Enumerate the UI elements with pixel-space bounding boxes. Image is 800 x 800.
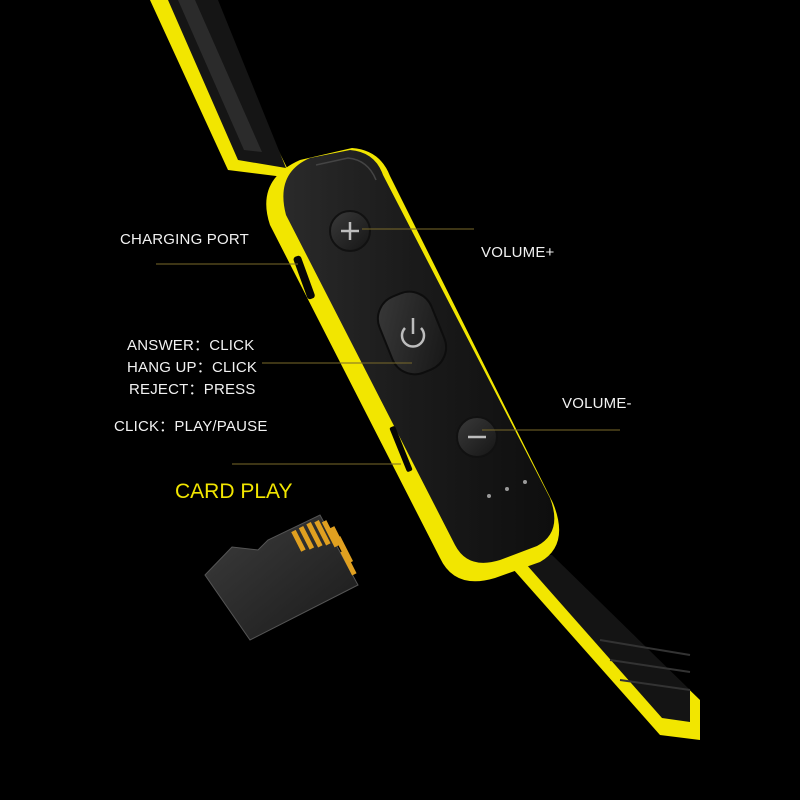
reject-label: REJECT：PRESS (129, 381, 256, 398)
play-pause-label: CLICK：PLAY/PAUSE (114, 418, 268, 435)
volume-down-button[interactable] (456, 416, 498, 458)
power-icon (400, 318, 426, 348)
hang-up-label: HANG UP：CLICK (127, 359, 258, 376)
indicator-dots (487, 480, 527, 498)
upper-cable (150, 0, 292, 178)
answer-label: ANSWER：CLICK (127, 337, 255, 354)
charging-port-label: CHARGING PORT (120, 231, 250, 248)
card-slot (389, 426, 413, 472)
volume-up-label: VOLUME+ (481, 244, 555, 261)
callout-lines (156, 228, 620, 465)
volume-up-button[interactable] (329, 210, 371, 252)
card-contacts (291, 520, 357, 576)
plus-icon (341, 222, 359, 240)
charging-port-slot (293, 255, 315, 300)
card-play-label: CARD PLAY (175, 480, 293, 503)
lower-cable (505, 555, 700, 740)
microsd-card (204, 514, 359, 641)
multifunction-button[interactable] (371, 284, 454, 381)
volume-down-label: VOLUME- (562, 395, 632, 412)
